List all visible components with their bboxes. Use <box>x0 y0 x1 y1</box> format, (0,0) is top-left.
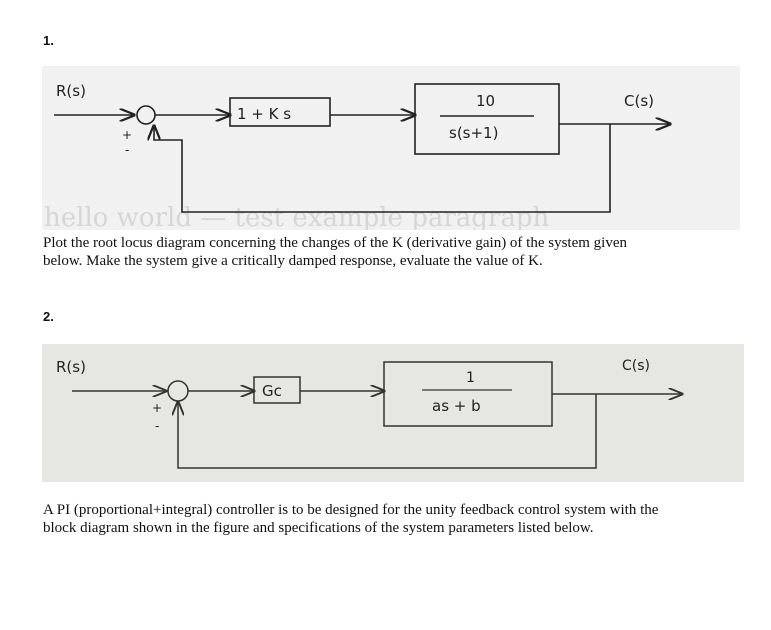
block-diagram-1: hello world — test example paragraph R(s… <box>42 66 740 230</box>
problem-2-text-line-1: A PI (proportional+integral) controller … <box>43 502 659 518</box>
input-label: R(s) <box>56 82 86 100</box>
feedback-path <box>154 124 611 213</box>
controller-label: 1 + K s <box>237 105 291 123</box>
controller-label: Gc <box>262 382 282 400</box>
feedback-path <box>178 394 597 469</box>
plant-block <box>414 83 560 155</box>
sum-minus-sign: - <box>155 419 159 433</box>
output-label: C(s) <box>624 92 654 110</box>
problem-1-number: 1. <box>43 33 54 48</box>
problem-1-text-line-1: Plot the root locus diagram concerning t… <box>43 235 627 251</box>
sum-plus-sign: + <box>152 401 162 415</box>
plant-numerator: 10 <box>476 92 495 110</box>
controller-block <box>253 376 301 404</box>
summing-junction <box>136 105 156 125</box>
output-label: C(s) <box>622 358 650 374</box>
block-diagram-2: R(s) + - Gc 1 as + b C(s) <box>42 344 744 482</box>
problem-2-text-line-2: block diagram shown in the figure and sp… <box>43 520 594 536</box>
plant-denominator: s(s+1) <box>449 124 498 142</box>
summing-junction <box>167 380 189 402</box>
sum-minus-sign: - <box>125 143 129 157</box>
input-label: R(s) <box>56 358 86 376</box>
sum-plus-sign: + <box>122 128 132 142</box>
controller-block <box>229 97 331 127</box>
problem-2-number: 2. <box>43 309 54 324</box>
plant-numerator: 1 <box>466 370 475 386</box>
bleed-through-text: hello world — test example paragraph <box>44 203 550 230</box>
plant-denominator: as + b <box>432 397 481 415</box>
problem-1-text-line-2: below. Make the system give a critically… <box>43 253 543 269</box>
